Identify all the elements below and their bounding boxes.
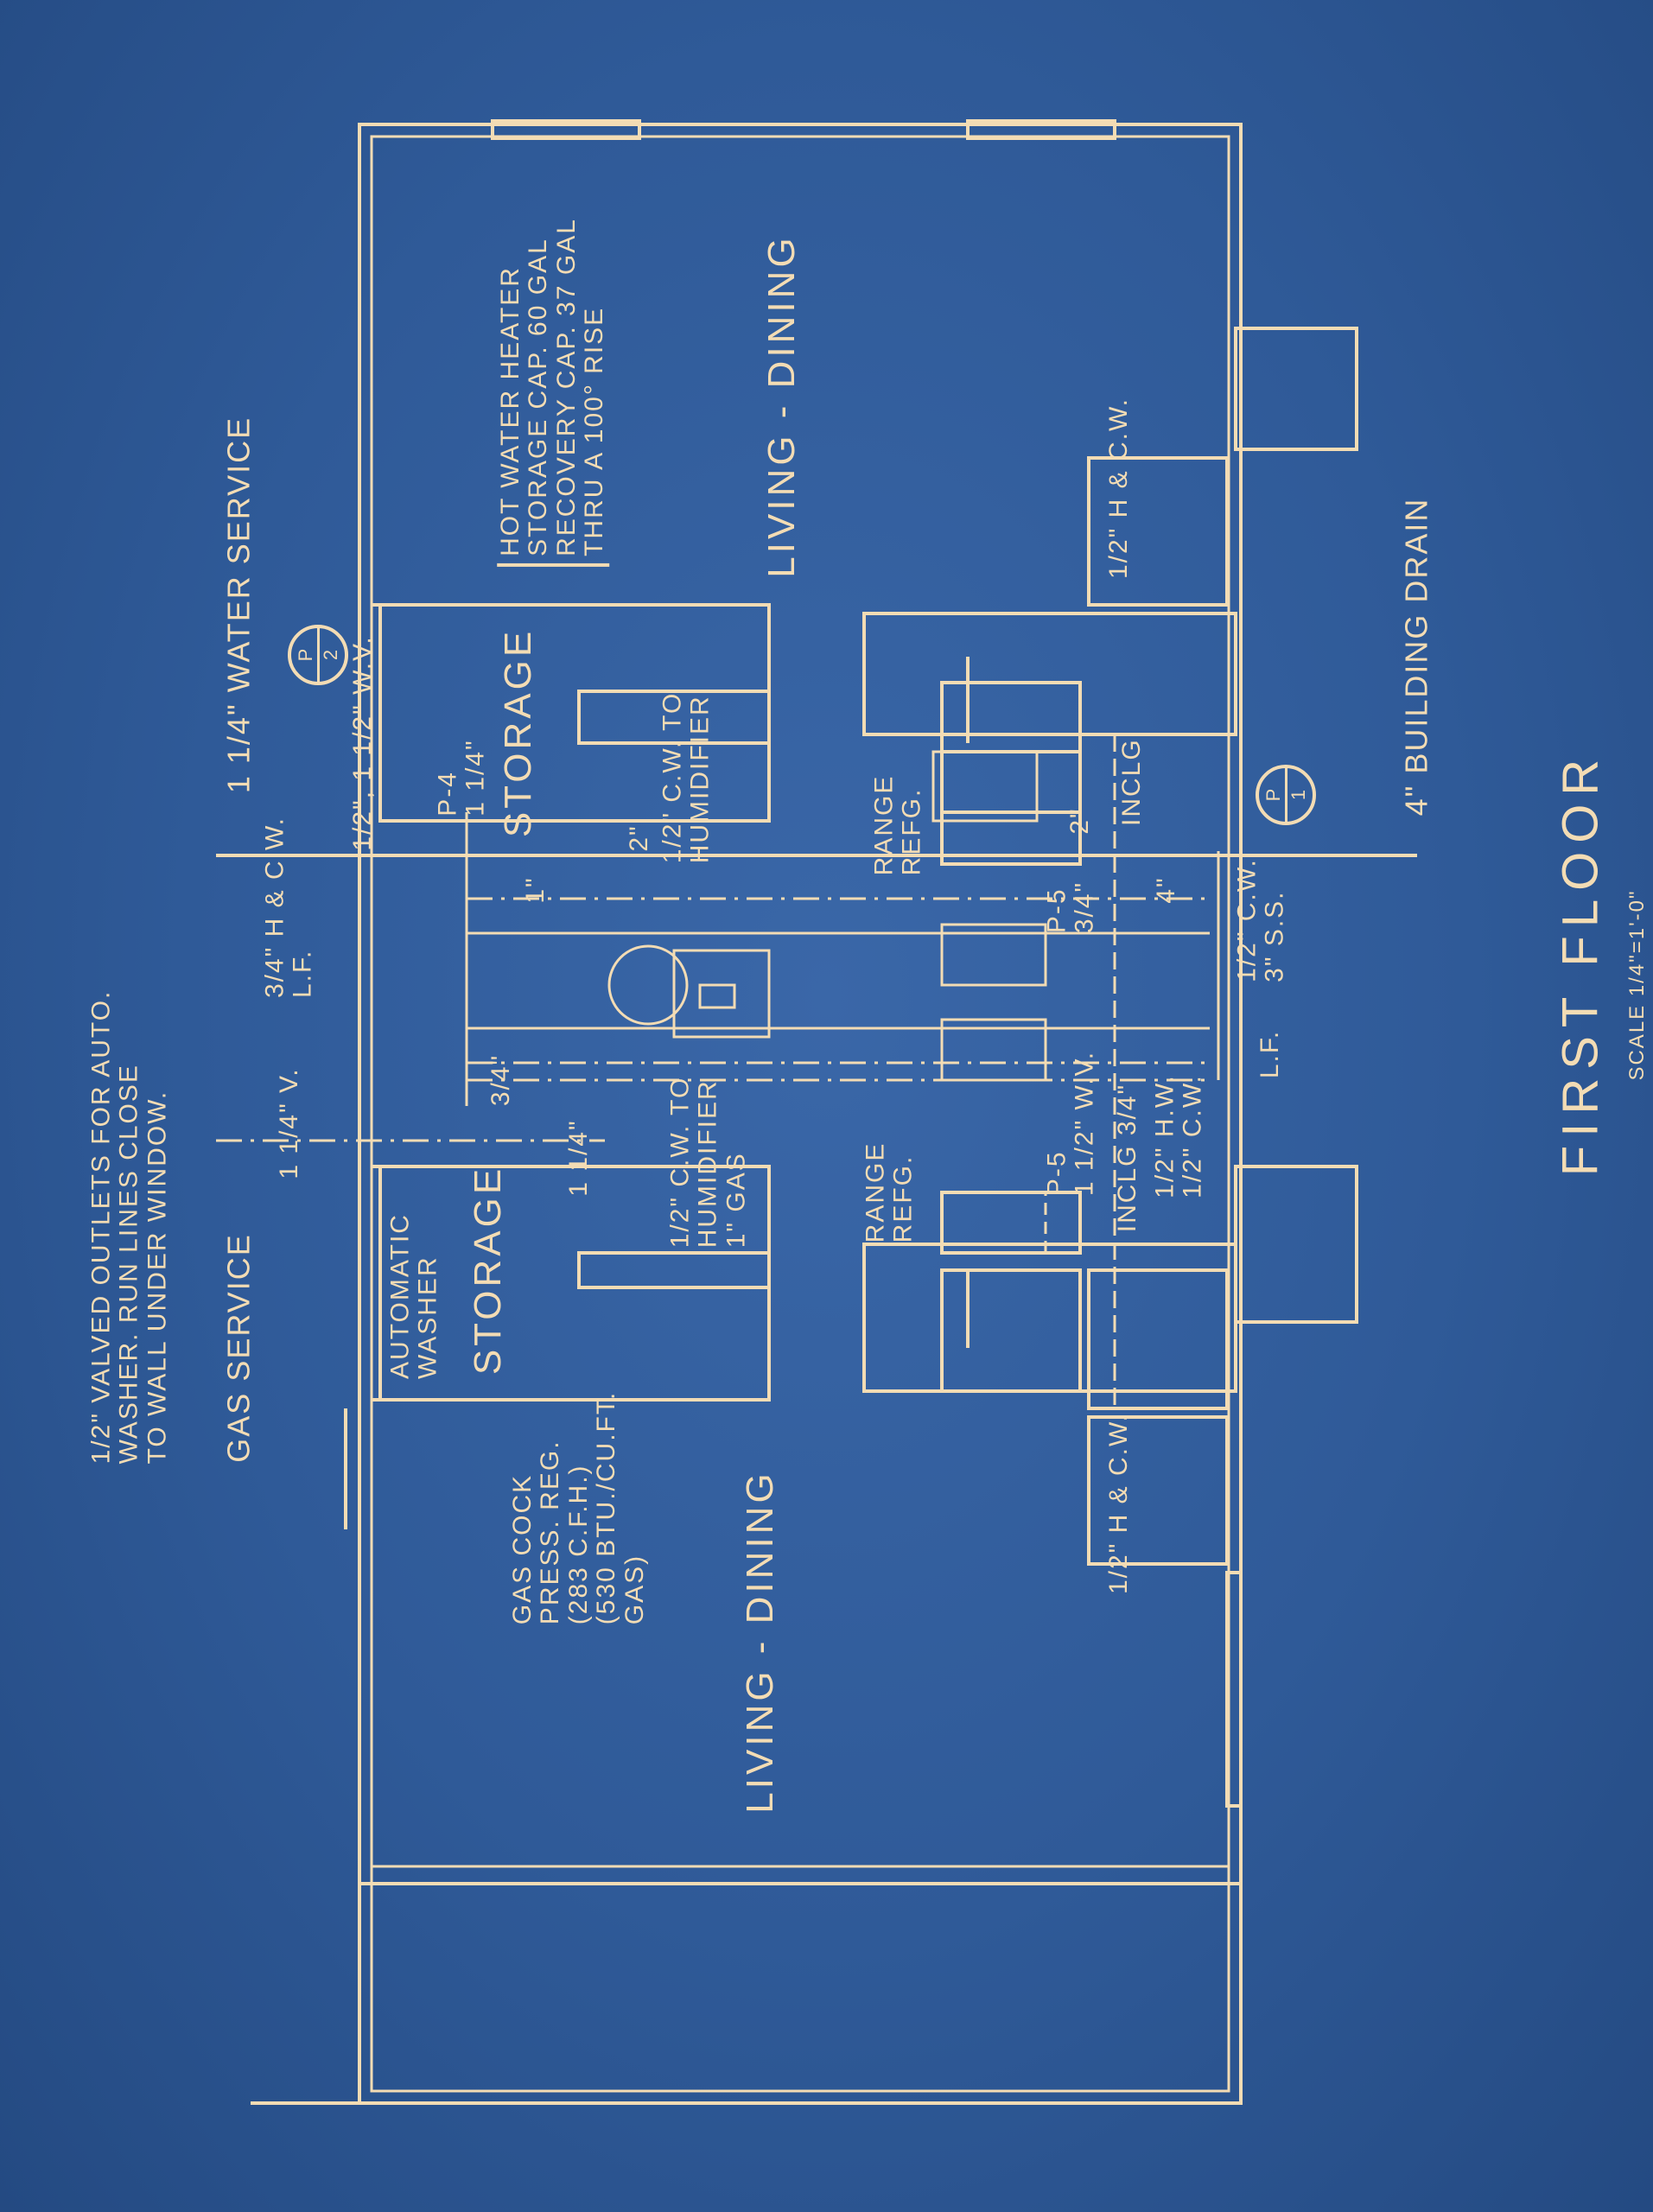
room-storage-top: STORAGE (497, 627, 540, 838)
interior-walls (372, 327, 1358, 1566)
range-refg-bottom: RANGE REFG. (861, 1141, 918, 1243)
gas-cock-note: GAS COCK PRESS. REG. (283 C.F.H.) (530 B… (508, 1390, 649, 1625)
automatic-washer-label: AUTOMATIC WASHER (385, 1213, 442, 1379)
room-living-dining-bottom: LIVING - DINING (739, 1470, 782, 1814)
building-drain-label: 4" BUILDING DRAIN (1398, 497, 1434, 817)
hc-w-label-top: 1/2" H & C.W. (1103, 397, 1133, 580)
size-34-label: 3/4" (486, 1053, 515, 1107)
sheet-title: FIRST FLOOR (1552, 750, 1609, 1177)
size-2-label-b: 2" (1065, 807, 1094, 835)
humidifier-note-bottom: 1/2" C.W. TO HUMIDIFIER 1" GAS (665, 1076, 751, 1249)
gas-service-label: GAS SERVICE (220, 1233, 257, 1463)
hot-water-heater-note: HOT WATER HEATER STORAGE CAP. 60 GAL REC… (496, 211, 609, 567)
room-living-dining-top: LIVING - DINING (760, 234, 804, 578)
room-storage-bottom: STORAGE (467, 1165, 510, 1376)
p5-top-label: P-5 3/4" (1042, 880, 1099, 934)
p4-label: P-4 1 1/4" (433, 739, 490, 817)
hc-w-34-label: 3/4" H & C.W. L.F. (260, 816, 317, 999)
inclg-label-top: INCLG. (1116, 728, 1146, 827)
size-2-label-a: 2" (624, 824, 653, 852)
size-1-label: 1" (520, 876, 550, 904)
inclg-label-bottom: INCLG 3/4" (1112, 1083, 1141, 1233)
exterior-walls (251, 119, 1243, 2105)
v114-label: 1 1/4" V. (274, 1067, 303, 1179)
wv-label: 1/2", 1 1/2" W.V. (347, 635, 377, 851)
range-refg-top: RANGE REFG. (869, 774, 926, 876)
marker-p1-top: P (1262, 788, 1284, 802)
marker-p1-bottom: 1 (1287, 789, 1309, 801)
lf-label: L.F. (1255, 1029, 1284, 1079)
size-114-label: 1 1/4" (563, 1119, 593, 1197)
size-4-label: 4" (1151, 876, 1180, 904)
marker-p2-bottom: 2 (319, 649, 341, 661)
cw-ss-label: 1/2" C.W. 3" S.S. (1232, 858, 1289, 982)
washer-outlets-note: 1/2" VALVED OUTLETS FOR AUTO. WASHER. RU… (86, 989, 172, 1465)
humidifier-note-top: 1/2" C.W. TO HUMIDIFIER (658, 691, 715, 864)
p5-bottom-label: P-5 1 1/2" W.V. (1042, 1050, 1099, 1197)
fixtures (607, 750, 1047, 1255)
sheet-scale: SCALE 1/4"=1'-0" (1625, 889, 1650, 1081)
water-service-label: 1 1/4" WATER SERVICE (220, 416, 257, 794)
hc-w-label-bottom: 1/2" H & C.W. (1103, 1412, 1133, 1595)
hw-cw-label: 1/2" H.W. 1/2" C.W. (1150, 1074, 1207, 1198)
marker-p2-top: P (294, 648, 316, 662)
piping (216, 734, 1417, 1408)
